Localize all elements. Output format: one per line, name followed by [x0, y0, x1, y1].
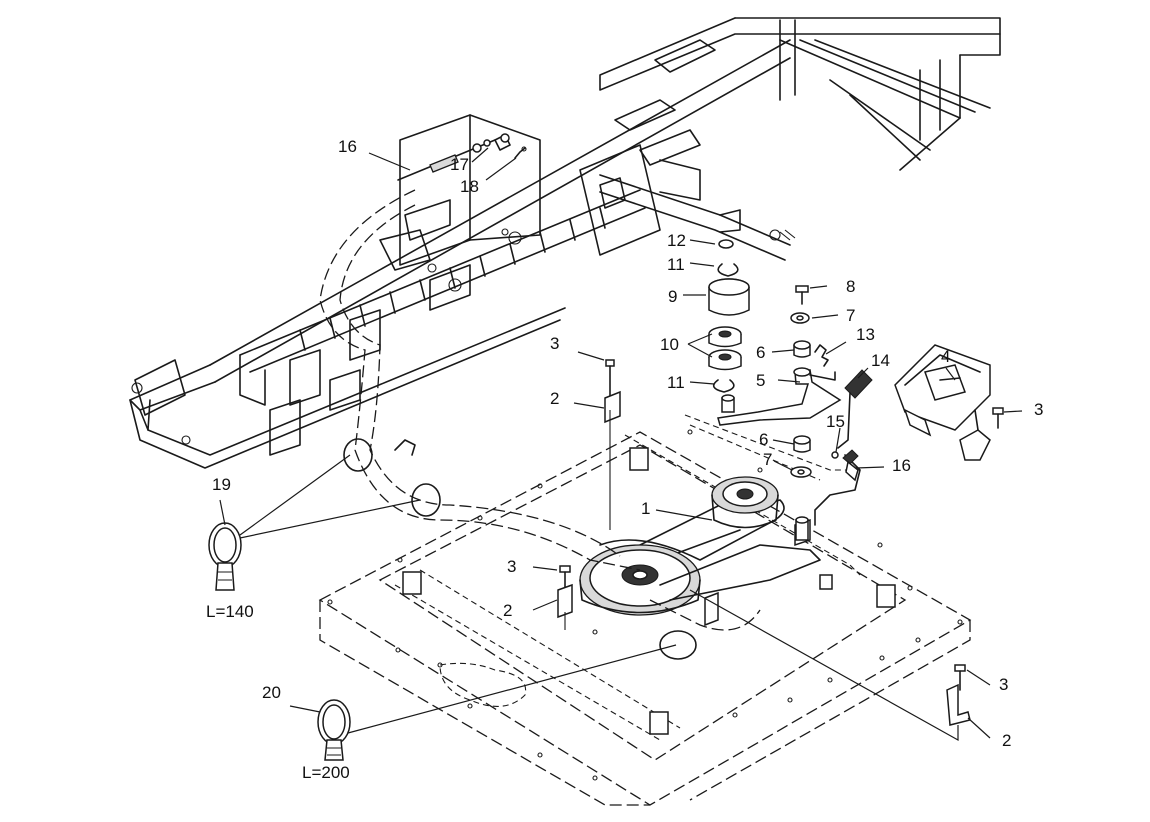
- pedal-bracket: [894, 344, 991, 461]
- callout-11-lower: 11: [667, 373, 685, 392]
- callout-14: 14: [871, 351, 890, 370]
- brackets-and-bolts: [557, 359, 1004, 726]
- length-200: L=200: [302, 763, 350, 782]
- cable-clamp-positions: [343, 438, 697, 660]
- callout-2-middle: 2: [503, 601, 512, 620]
- callout-9: 9: [668, 287, 677, 306]
- callout-15: 15: [826, 412, 845, 431]
- callout-7-upper: 7: [846, 306, 855, 325]
- callout-19: 19: [212, 475, 231, 494]
- callout-20: 20: [262, 683, 281, 702]
- callout-12: 12: [667, 231, 686, 250]
- callout-7-lower: 7: [763, 450, 772, 469]
- callout-3-middle: 3: [507, 557, 516, 576]
- callout-6-lower: 6: [759, 430, 768, 449]
- tractor-frame: [129, 17, 1001, 469]
- callout-3-lower-right: 3: [999, 675, 1008, 694]
- hose-clamps: [208, 522, 351, 761]
- callout-1: 1: [641, 499, 650, 518]
- mower-deck: [318, 429, 972, 806]
- callout-5: 5: [756, 371, 765, 390]
- belt-and-pulleys: [579, 476, 821, 627]
- length-140: L=140: [206, 602, 254, 621]
- callout-labels: 16 17 18 12 11 9 10 11 3 2 8 7 13 6 14 5…: [206, 137, 1043, 782]
- callout-4: 4: [941, 347, 950, 366]
- callout-16-lower: 16: [892, 456, 911, 475]
- callout-6-upper: 6: [756, 343, 765, 362]
- bearing-stack: [708, 239, 750, 393]
- leader-lines: [219, 147, 1023, 742]
- callout-3-right: 3: [1034, 400, 1043, 419]
- callout-13: 13: [856, 325, 875, 344]
- upper-cable: [397, 133, 527, 181]
- tension-lever: [717, 285, 873, 541]
- callout-10: 10: [660, 335, 679, 354]
- callout-11-upper: 11: [667, 255, 685, 274]
- callout-3-upper: 3: [550, 334, 559, 353]
- callout-18: 18: [460, 177, 479, 196]
- callout-2-upper: 2: [550, 389, 559, 408]
- callout-16-upper: 16: [338, 137, 357, 156]
- callout-8: 8: [846, 277, 855, 296]
- callout-2-lower-right: 2: [1002, 731, 1011, 750]
- callout-17: 17: [450, 155, 469, 174]
